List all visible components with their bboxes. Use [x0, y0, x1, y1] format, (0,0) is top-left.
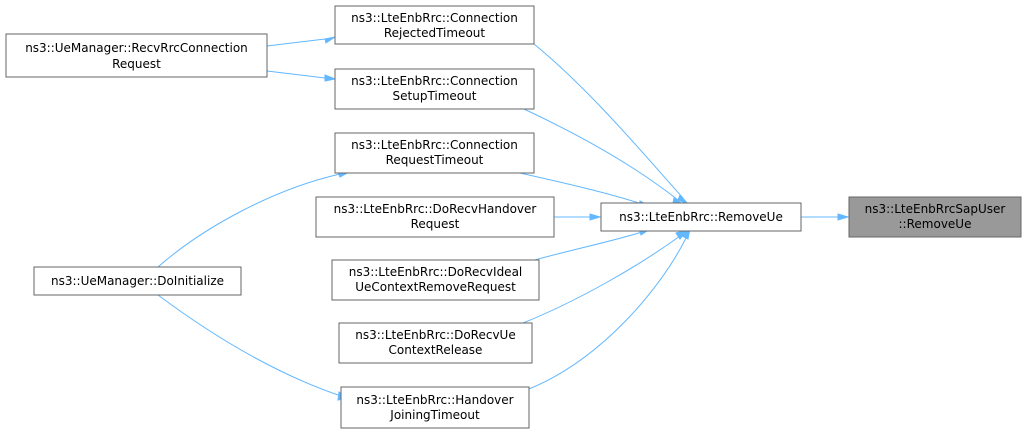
node-label: ns3::UeManager::RecvRrcConnection	[25, 41, 248, 55]
edge-line	[523, 108, 679, 201]
node-label: ContextRelease	[389, 343, 483, 357]
node-label: ::RemoveUe	[899, 217, 972, 231]
node-label: Request	[112, 57, 161, 71]
node-sap-user-remove-ue[interactable]: ns3::LteEnbRrcSapUser ::RemoveUe	[848, 196, 1022, 238]
node-do-recv-handover-request[interactable]: ns3::LteEnbRrc::DoRecvHandover Request	[315, 196, 555, 238]
edge-arrowhead	[324, 36, 336, 44]
node-connection-request-timeout[interactable]: ns3::LteEnbRrc::Connection RequestTimeou…	[334, 132, 535, 174]
node-label: ns3::LteEnbRrc::DoRecvIdeal	[349, 265, 523, 279]
edge-line	[530, 231, 643, 262]
edge-arrowhead	[589, 213, 602, 221]
edge-remove-ue-to-sap-user-remove-ue	[801, 213, 850, 221]
node-label: SetupTimeout	[393, 89, 477, 103]
edge-recv-rrc-conn-request-to-conn-rejected-timeout	[266, 36, 336, 47]
edge-do-initialize-to-handover-joining-timeout	[157, 294, 351, 401]
node-do-recv-ue-context-release[interactable]: ns3::LteEnbRrc::DoRecvUe ContextRelease	[338, 322, 533, 364]
edge-conn-setup-timeout-to-remove-ue	[523, 108, 685, 206]
edge-line	[266, 38, 326, 47]
edge-arrowhead	[677, 194, 689, 205]
edge-line	[157, 294, 342, 397]
edge-line	[519, 172, 643, 205]
edge-line	[157, 173, 341, 268]
node-label: RejectedTimeout	[384, 26, 486, 40]
node-label: Request	[411, 217, 460, 231]
node-label: ns3::LteEnbRrc::RemoveUe	[619, 210, 783, 224]
node-connection-rejected-timeout[interactable]: ns3::LteEnbRrc::Connection RejectedTimeo…	[334, 5, 535, 45]
nodes-layer: ns3::UeManager::RecvRrcConnection Reques…	[5, 5, 1022, 429]
edge-conn-rejected-timeout-to-remove-ue	[533, 43, 689, 205]
node-label: ns3::LteEnbRrc::DoRecvUe	[355, 328, 515, 342]
node-label: ns3::LteEnbRrc::DoRecvHandover	[334, 202, 537, 216]
node-do-initialize[interactable]: ns3::UeManager::DoInitialize	[33, 266, 242, 296]
node-recv-rrc-connection-request[interactable]: ns3::UeManager::RecvRrcConnection Reques…	[5, 33, 268, 78]
edge-arrowhead	[324, 74, 337, 82]
node-label: RequestTimeout	[386, 153, 484, 167]
edge-line	[533, 43, 684, 199]
node-label: ns3::LteEnbRrc::Connection	[351, 74, 518, 88]
node-connection-setup-timeout[interactable]: ns3::LteEnbRrc::Connection SetupTimeout	[334, 68, 535, 110]
edge-line	[522, 235, 681, 324]
edge-line	[528, 237, 687, 390]
node-label: UeContextRemoveRequest	[355, 280, 516, 294]
node-label: ns3::LteEnbRrcSapUser	[865, 202, 1006, 216]
edge-arrowhead	[837, 213, 850, 221]
node-handover-joining-timeout[interactable]: ns3::LteEnbRrc::Handover JoiningTimeout	[340, 386, 530, 429]
node-label: ns3::UeManager::DoInitialize	[51, 274, 224, 288]
edge-handover-joining-timeout-to-remove-ue	[528, 226, 691, 390]
node-label: ns3::LteEnbRrc::Connection	[351, 138, 518, 152]
node-remove-ue[interactable]: ns3::LteEnbRrc::RemoveUe	[600, 202, 802, 232]
edge-do-recv-handover-request-to-remove-ue	[554, 213, 602, 221]
node-label: ns3::LteEnbRrc::Connection	[351, 11, 518, 25]
node-label: JoiningTimeout	[389, 408, 480, 422]
node-do-recv-ideal-ue-context-remove-request[interactable]: ns3::LteEnbRrc::DoRecvIdeal UeContextRem…	[331, 259, 540, 301]
edge-line	[266, 70, 326, 79]
edge-recv-rrc-conn-request-to-conn-setup-timeout	[266, 70, 337, 82]
node-label: ns3::LteEnbRrc::Handover	[356, 393, 513, 407]
